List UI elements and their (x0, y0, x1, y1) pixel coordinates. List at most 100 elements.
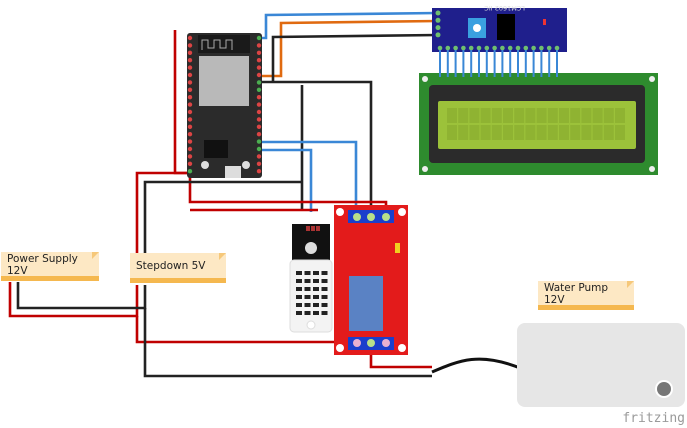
lcd-cell (570, 125, 581, 140)
esp-pin-left (187, 117, 193, 122)
lcd-cell (559, 125, 569, 140)
lcd-cell (581, 108, 592, 123)
lcd-cell (514, 108, 525, 123)
dht-vent (304, 295, 311, 299)
esp-pin-right (256, 87, 262, 93)
lcd-cell (547, 108, 558, 123)
wire-pump-black (143, 308, 432, 378)
esp-pin-left (187, 95, 193, 100)
wire-sda (261, 19, 439, 78)
lcd-cell (615, 108, 625, 123)
esp-pin-right (256, 161, 262, 166)
dht-vent (304, 271, 311, 275)
esp-pin-left (187, 146, 193, 152)
esp-pin-left (187, 139, 193, 144)
esp-pin-right (256, 146, 262, 152)
lcd-cell (570, 108, 581, 123)
i2c-pin (453, 45, 458, 51)
dht-vent (296, 295, 302, 299)
esp-pin-right (256, 124, 262, 129)
lcd-cell (469, 125, 480, 140)
usb-port (225, 166, 241, 178)
esp-pin-right (256, 58, 262, 63)
esp-wroom-module (199, 56, 249, 106)
lcd-cell (469, 108, 480, 123)
wire-ps-red (8, 282, 139, 318)
i2c-pin (554, 45, 560, 51)
dht-vent (313, 295, 319, 299)
lcd-cell (603, 125, 614, 140)
esp-pin-left (187, 43, 193, 48)
dht-vent (304, 279, 311, 283)
pump-outlet (657, 382, 671, 396)
lcd-cell (525, 108, 536, 123)
lcd-cell (447, 108, 457, 123)
en-button[interactable] (201, 161, 209, 169)
esp-pin-left (187, 169, 193, 174)
dht-vent (313, 303, 319, 307)
lcd-cell (480, 108, 491, 123)
lcd-cell (525, 125, 536, 140)
dht-grille (296, 271, 328, 315)
esp-pin-right (256, 35, 262, 41)
esp-pin-left (187, 124, 193, 129)
esp-pin-right (256, 109, 262, 115)
lcd-cell (581, 125, 592, 140)
i2c-pin (531, 45, 536, 51)
i2c-pin (500, 45, 505, 51)
jumper[interactable] (395, 243, 400, 253)
dht-vent (321, 279, 328, 283)
esp-pin-left (187, 65, 193, 70)
esp-pin-left (187, 50, 193, 55)
i2c-pin (445, 45, 451, 51)
note-stepdown[interactable]: Stepdown 5V (130, 253, 226, 283)
relay-module (334, 205, 408, 355)
note-water-pump[interactable]: Water Pump 12V (538, 281, 634, 310)
note-power-supply[interactable]: Power Supply 12V (1, 252, 99, 281)
boot-button[interactable] (242, 161, 250, 169)
i2c-header-pin (435, 10, 441, 16)
lcd-cell (491, 108, 502, 123)
wire-stepdown-black (143, 180, 302, 253)
lcd-cell (547, 125, 558, 140)
i2c-pin (492, 45, 497, 51)
esp-pin-right (256, 50, 262, 55)
esp-pin-right (256, 72, 262, 78)
dht-vent (296, 311, 302, 315)
i2c-pin (437, 45, 443, 51)
dht-vent (304, 287, 311, 291)
esp-pin-left (187, 72, 193, 78)
wire-dht-data (261, 148, 313, 212)
dht-vent (296, 287, 302, 291)
lcd-cell (603, 108, 614, 123)
i2c-pin (468, 45, 474, 51)
lcd-cell (615, 125, 625, 140)
esp-pin-right (256, 139, 262, 144)
esp-pin-right (256, 132, 262, 137)
lcd-cell (480, 125, 491, 140)
lcd-cell (559, 108, 569, 123)
lcd-cell (458, 108, 469, 123)
lcd-cell (458, 125, 469, 140)
esp-pin-left (187, 35, 193, 41)
lcd-pin-leads (439, 50, 558, 77)
i2c-title: LCM1602 IIC (484, 4, 525, 12)
fritzing-watermark: fritzing (622, 411, 685, 426)
note-power-supply-text: Power Supply 12V (7, 252, 78, 277)
lcd-cell (503, 108, 513, 123)
i2c-header-pin (435, 25, 441, 31)
dht-vent (296, 271, 302, 275)
lcd-cell (514, 125, 525, 140)
esp-pin-right (256, 169, 262, 174)
esp-pin-left (187, 109, 193, 115)
wire-gnd-esp (261, 80, 373, 210)
dht-vent (321, 311, 328, 315)
lcd-cell (536, 108, 547, 123)
wire-relay-signal (261, 140, 358, 212)
dht-vent (304, 303, 311, 307)
i2c-header-pin (435, 32, 441, 38)
i2c-header-pin (435, 17, 441, 23)
note-water-pump-text: Water Pump 12V (544, 281, 609, 306)
esp-pin-right (256, 95, 262, 100)
